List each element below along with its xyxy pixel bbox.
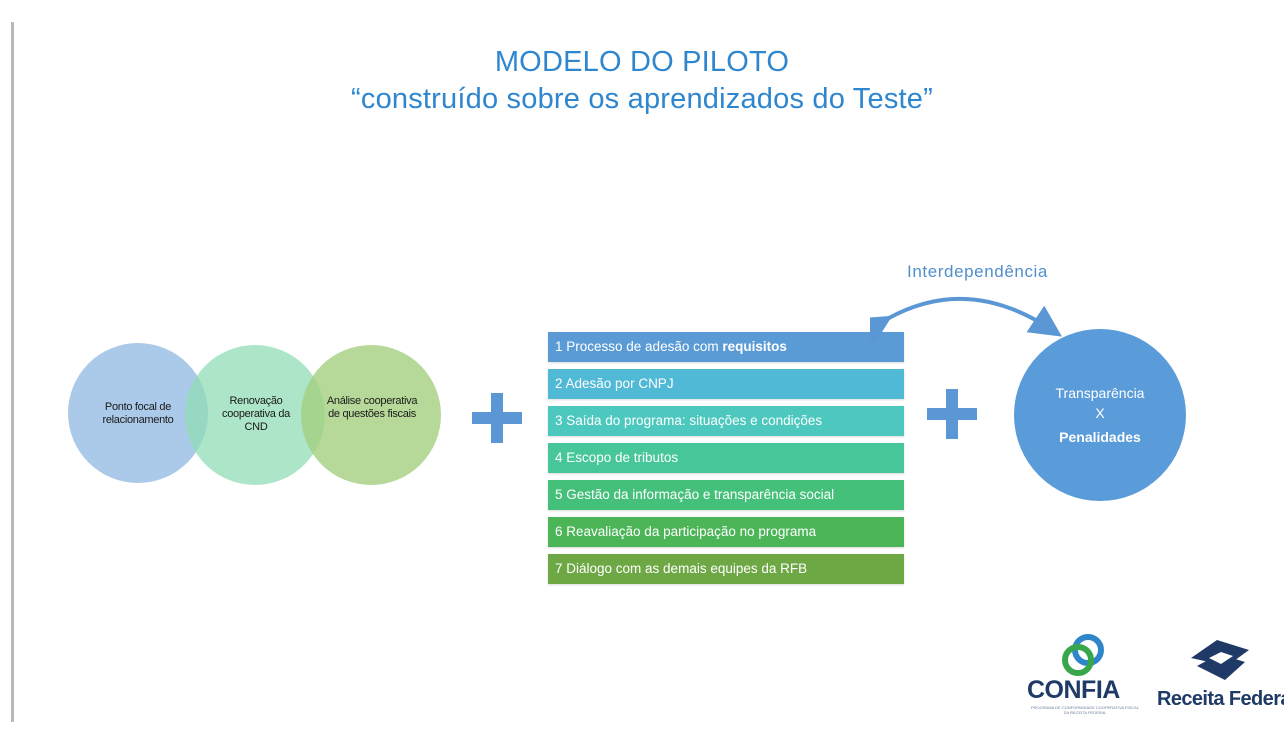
step-bold-text: requisitos bbox=[722, 339, 787, 354]
transparencia-circle bbox=[1014, 329, 1186, 501]
confia-logo-text: CONFIA bbox=[1027, 676, 1120, 704]
confia-logo-subtitle: PROGRAMA DE CONFORMIDADE COOPERATIVA FIS… bbox=[1030, 705, 1140, 715]
step-text: 7 Diálogo com as demais equipes da RFB bbox=[555, 561, 808, 576]
step-text: 3 Saída do programa: situações e condiçõ… bbox=[555, 413, 823, 428]
interdependencia-label: Interdependência bbox=[907, 262, 1048, 281]
step-list: 1 Processo de adesão com requisitos 2 Ade… bbox=[548, 332, 904, 591]
step-item: 7 Diálogo com as demais equipes da RFB bbox=[548, 554, 904, 584]
plus-icon bbox=[927, 389, 977, 439]
venn-label-renovacao-cnd: Renovação cooperativa da CND bbox=[222, 395, 290, 433]
step-text: 6 Reavaliação da participação no program… bbox=[555, 524, 817, 539]
step-item: 5 Gestão da informação e transparência s… bbox=[548, 480, 904, 510]
step-text: 5 Gestão da informação e transparência s… bbox=[555, 487, 835, 502]
venn-label-ponto-focal: Ponto focal de relacionamento bbox=[102, 401, 174, 426]
slide-title: MODELO DO PILOTO bbox=[494, 46, 790, 78]
transparencia-label: Transparência bbox=[1055, 385, 1145, 401]
receita-federal-logo-icon bbox=[1191, 640, 1249, 680]
step-item: 6 Reavaliação da participação no program… bbox=[548, 517, 904, 547]
step-item: 2 Adesão por CNPJ bbox=[548, 369, 904, 399]
penalidades-label: Penalidades bbox=[1059, 429, 1141, 445]
step-text: 2 Adesão por CNPJ bbox=[555, 376, 674, 391]
step-item: 4 Escopo de tributos bbox=[548, 443, 904, 473]
slide-left-edge bbox=[11, 22, 14, 722]
receita-federal-logo-text: Receita Federa bbox=[1157, 688, 1284, 710]
step-item: 3 Saída do programa: situações e condiçõ… bbox=[548, 406, 904, 436]
slide-subtitle: “construído sobre os aprendizados do Tes… bbox=[351, 83, 933, 115]
interdependencia-arrow-icon bbox=[870, 296, 1062, 342]
step-text: 1 Processo de adesão com bbox=[555, 339, 723, 354]
plus-icon bbox=[472, 393, 522, 443]
confia-logo-icon bbox=[1062, 634, 1104, 676]
venn-label-analise-fiscal: Análise cooperativa de questões fiscais bbox=[326, 395, 418, 420]
venn-circle-analise-fiscal bbox=[301, 345, 441, 485]
step-item: 1 Processo de adesão com requisitos bbox=[548, 332, 904, 362]
versus-label: X bbox=[1095, 405, 1105, 421]
step-text: 4 Escopo de tributos bbox=[555, 450, 679, 465]
venn-circle-ponto-focal bbox=[68, 343, 208, 483]
